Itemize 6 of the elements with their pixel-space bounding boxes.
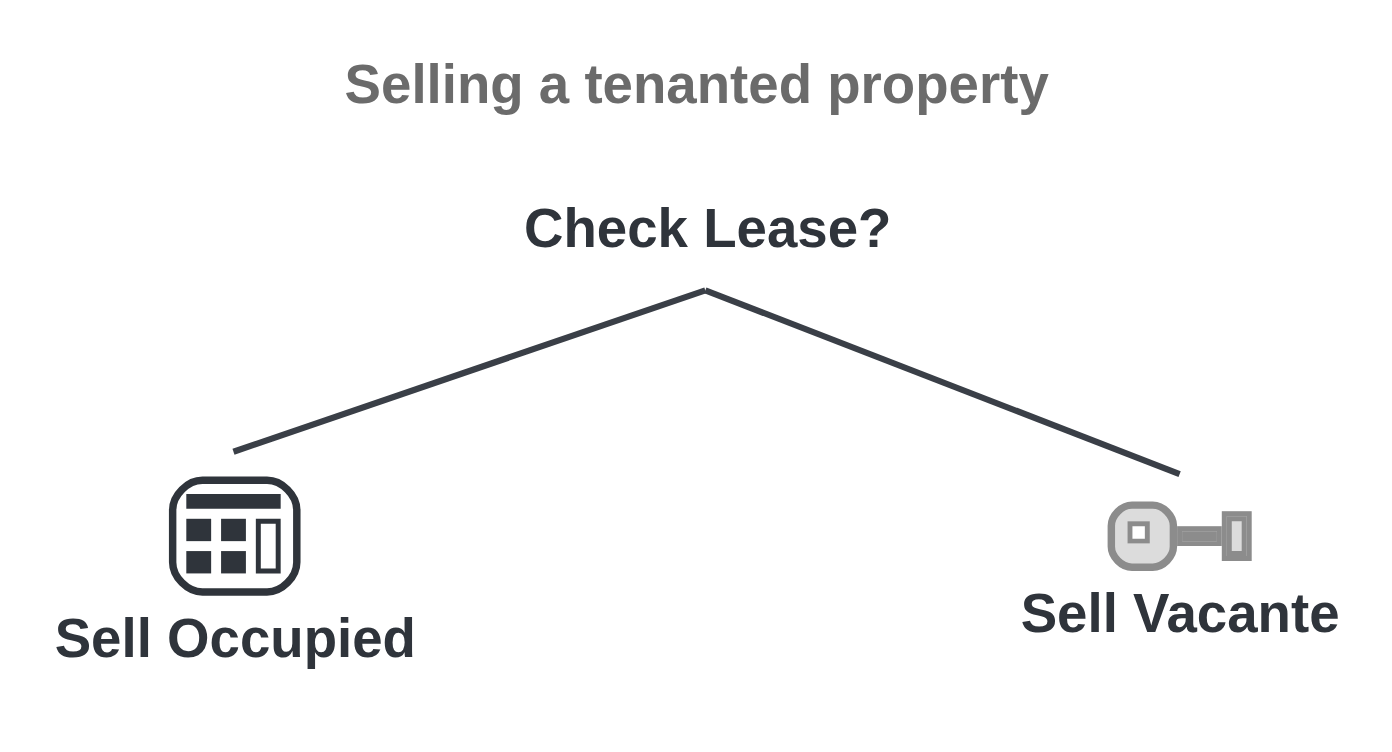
node-label: Sell Occupied (54, 607, 416, 669)
diagram-title: Selling a tenanted property (344, 54, 1049, 116)
connector (704, 287, 1181, 477)
node-text: Check Lease? (524, 198, 892, 260)
connector (232, 287, 707, 455)
node-label: Sell Vacante (1020, 583, 1340, 645)
